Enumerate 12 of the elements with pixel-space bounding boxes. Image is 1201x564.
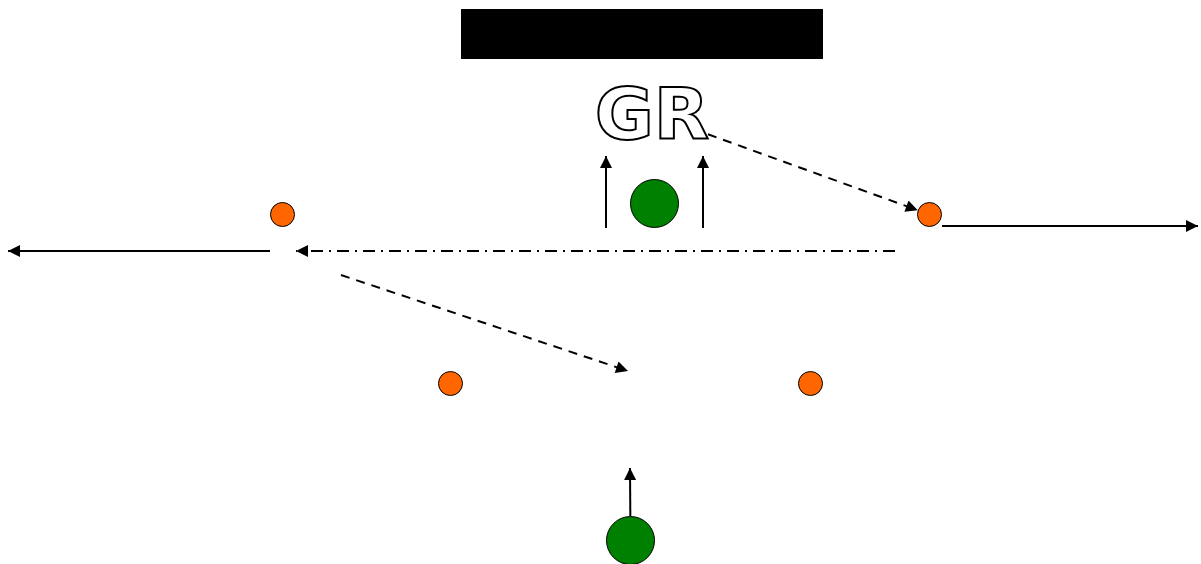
- player-circle: [630, 179, 679, 228]
- player-circle: [798, 371, 823, 396]
- player-circle: [606, 516, 655, 564]
- player-circle: [438, 371, 463, 396]
- player-circle: [270, 202, 295, 227]
- player-circle: [917, 202, 942, 227]
- movement-arrow: [707, 133, 919, 212]
- movement-arrow: [941, 220, 1199, 232]
- position-label: GR: [596, 76, 708, 152]
- goal-bar: [461, 9, 823, 59]
- movement-arrow: [295, 245, 896, 257]
- movement-arrow: [624, 467, 637, 517]
